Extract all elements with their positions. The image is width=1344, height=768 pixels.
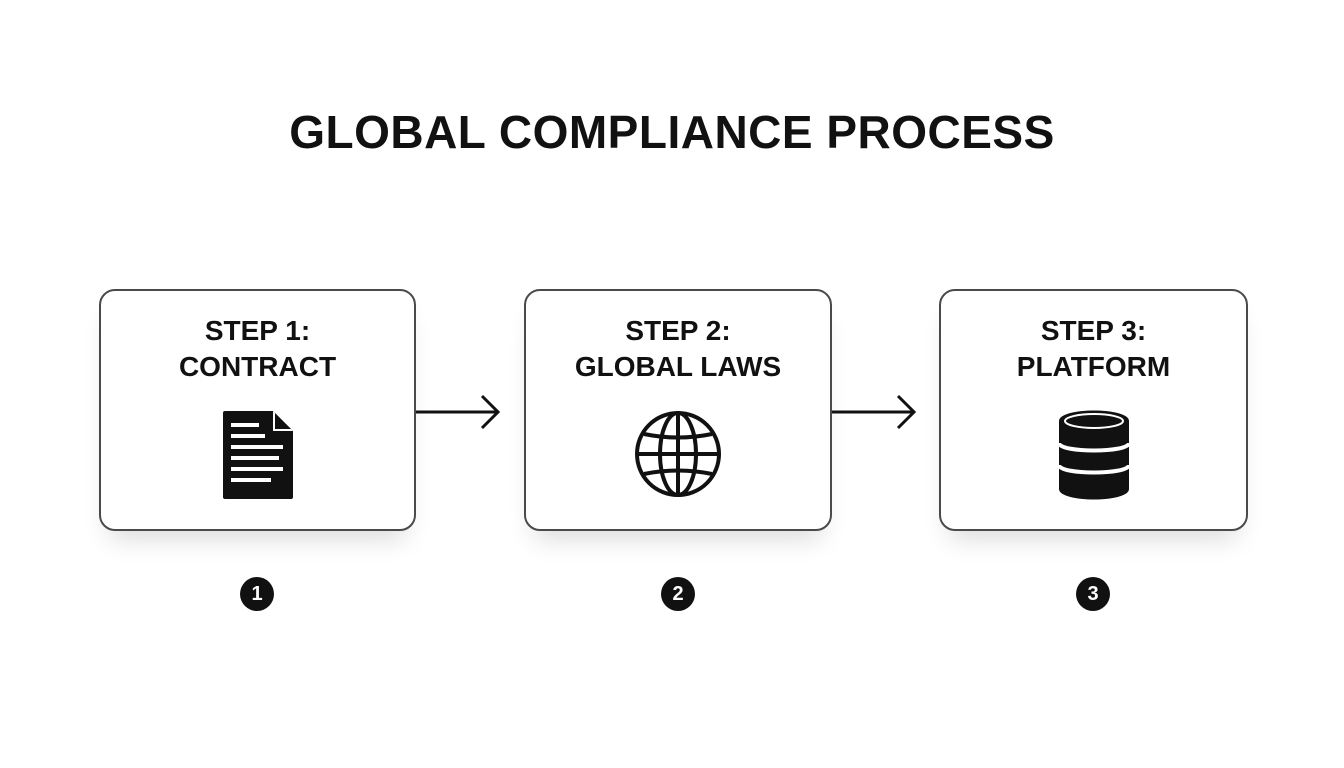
step-number-text: STEP 3:	[1040, 315, 1147, 346]
diagram-title: GLOBAL COMPLIANCE PROCESS	[289, 106, 1055, 158]
step-number-badge: 3	[1076, 577, 1110, 611]
step-number-badge: 2	[661, 577, 695, 611]
step-card-global-laws: STEP 2: GLOBAL LAWS	[524, 289, 832, 531]
step-title-text: GLOBAL LAWS	[574, 351, 782, 382]
step-number-text: STEP 1:	[204, 315, 311, 346]
step-title-text: CONTRACT	[178, 351, 337, 382]
step-label: STEP 3: PLATFORM	[941, 313, 1246, 385]
step-number-text: STEP 2:	[625, 315, 731, 346]
step-number-badge: 1	[240, 577, 274, 611]
flow-arrow	[832, 392, 920, 437]
step-label: STEP 1: CONTRACT	[101, 313, 414, 385]
step-title-text: PLATFORM	[1016, 351, 1171, 382]
step-card-platform: STEP 3: PLATFORM	[939, 289, 1248, 531]
flow-arrow	[416, 392, 504, 437]
globe-icon	[633, 409, 723, 504]
step-card-contract: STEP 1: CONTRACT	[99, 289, 416, 531]
document-icon	[221, 409, 295, 506]
step-label: STEP 2: GLOBAL LAWS	[526, 313, 830, 385]
database-icon	[1056, 409, 1131, 506]
